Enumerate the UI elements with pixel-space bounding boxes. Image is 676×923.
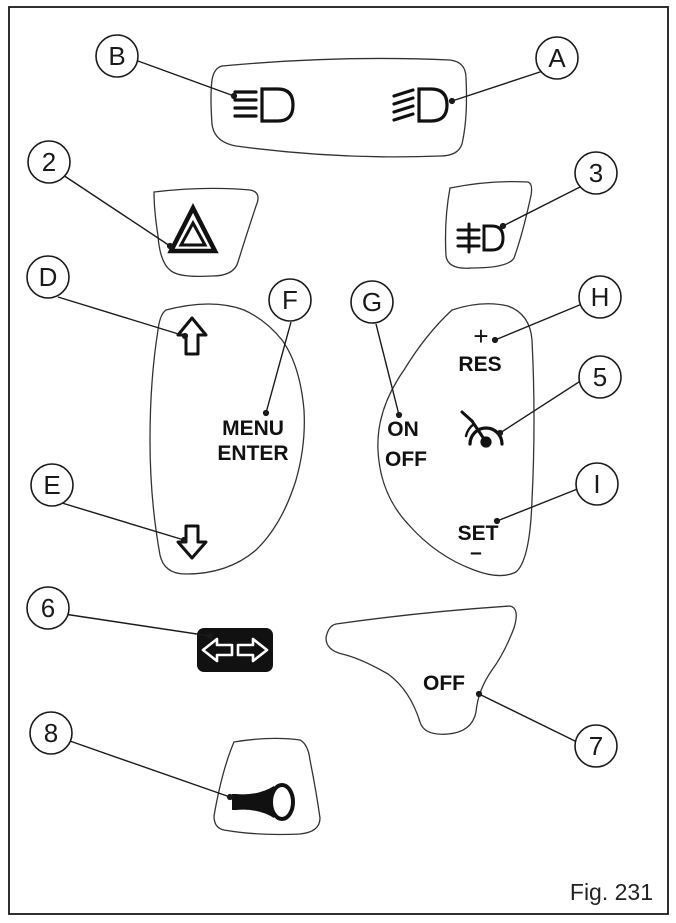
fog-light-icon [456, 222, 505, 254]
leader-B [137, 60, 235, 97]
callout-2: 2 [42, 147, 56, 177]
leader-5 [499, 379, 583, 434]
cruise-control-icon [460, 410, 504, 448]
callout-F: F [282, 285, 298, 315]
leader-H [494, 303, 583, 341]
callout-2-circle [27, 140, 71, 184]
menu-label: MENU [222, 417, 284, 440]
cruise-off-label: OFF [385, 448, 427, 471]
high-beam-headlight-icon [233, 87, 295, 123]
leader-2 [62, 174, 171, 247]
callout-E: E [43, 470, 60, 500]
callout-7: 7 [589, 731, 603, 761]
engine-off-label: OFF [423, 672, 465, 695]
cruise-control-outline[interactable] [377, 303, 535, 577]
callout-B-circle [95, 34, 139, 78]
figure-frame [8, 6, 669, 915]
callout-G-circle [350, 280, 394, 324]
callout-7-circle [574, 724, 618, 768]
leader-A [451, 69, 547, 102]
callout-8-circle [29, 711, 73, 755]
callout-D-circle [26, 255, 70, 299]
leader-7 [478, 693, 578, 743]
leader-D [57, 296, 186, 337]
res-label: RES [458, 353, 501, 376]
callout-A: A [548, 43, 566, 73]
callout-8: 8 [44, 718, 58, 748]
callout-G: G [362, 287, 382, 317]
horn-icon [232, 783, 295, 821]
res-plus-label: + [473, 321, 488, 351]
leader-6 [63, 613, 211, 637]
low-beam-headlight-icon [392, 87, 449, 123]
callout-H-circle [578, 275, 622, 319]
callout-5-circle [578, 355, 622, 399]
arrow-up-icon [176, 316, 208, 356]
callout-6: 6 [41, 593, 55, 623]
callout-D: D [39, 262, 58, 292]
leader-I [496, 487, 581, 522]
headlight-switch-outline[interactable] [210, 57, 468, 158]
leader-F [265, 321, 292, 414]
leader-8 [66, 739, 231, 798]
figure-caption: Fig. 231 [570, 879, 653, 905]
callout-A-circle [535, 36, 579, 80]
set-label: SET [458, 522, 499, 545]
leader-E [61, 502, 185, 541]
callout-F-circle [268, 278, 312, 322]
callout-6-circle [26, 586, 70, 630]
callout-H: H [591, 282, 610, 312]
leader-G [375, 323, 400, 416]
engine-stop-outline[interactable] [325, 605, 517, 735]
menu-rocker-outline[interactable] [149, 303, 305, 575]
hazard-warning-icon [167, 203, 219, 254]
callout-5: 5 [593, 362, 607, 392]
callout-I-circle [575, 462, 619, 506]
callout-3-circle [574, 151, 618, 195]
turn-signal-icon [201, 637, 269, 663]
enter-label: ENTER [217, 442, 288, 465]
callout-E-circle [30, 463, 74, 507]
leader-3 [502, 185, 583, 227]
callout-3: 3 [589, 158, 603, 188]
callout-B: B [108, 41, 125, 71]
cruise-on-label: ON [387, 418, 419, 441]
set-minus-label: – [470, 541, 482, 564]
horn-button-outline[interactable] [213, 737, 321, 836]
callout-I: I [593, 469, 600, 499]
